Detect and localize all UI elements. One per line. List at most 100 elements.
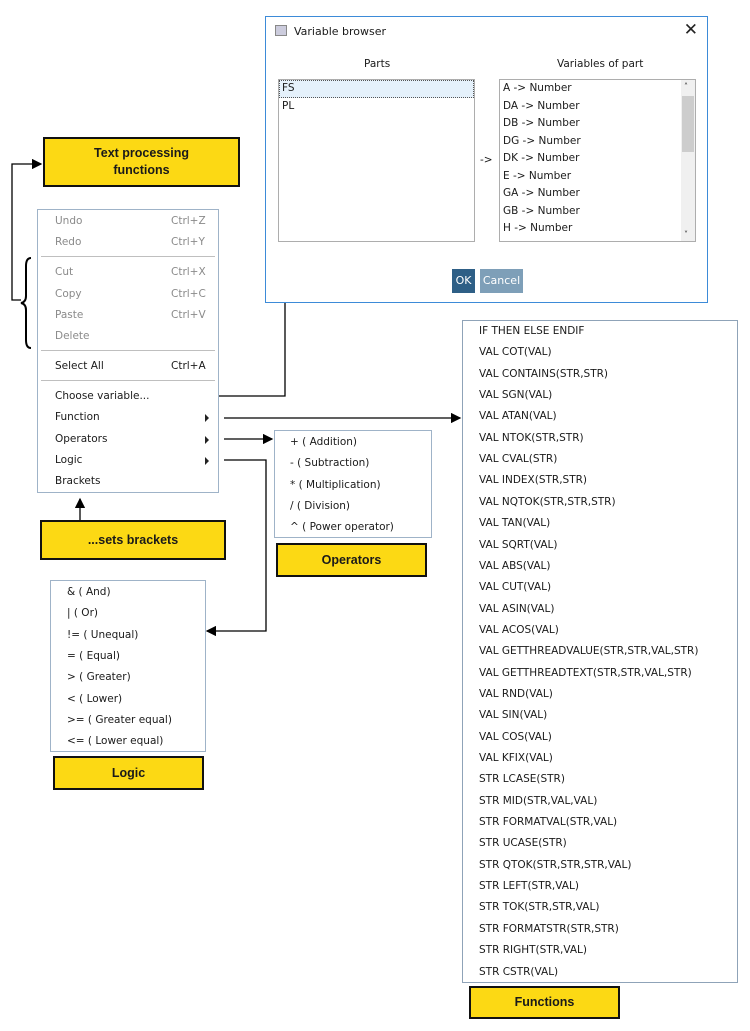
logic-item[interactable]: = ( Equal) bbox=[51, 646, 205, 666]
functions-item[interactable]: STR FORMATVAL(STR,VAL) bbox=[463, 812, 737, 832]
item-label: VAL COT(VAL) bbox=[479, 346, 552, 359]
functions-item[interactable]: STR UCASE(STR) bbox=[463, 833, 737, 853]
operators-item[interactable]: * ( Multiplication) bbox=[275, 475, 431, 495]
variable-item[interactable]: DK -> Number bbox=[503, 152, 580, 164]
functions-item[interactable]: STR LCASE(STR) bbox=[463, 769, 737, 789]
part-item[interactable]: PL bbox=[282, 99, 295, 112]
functions-item[interactable]: VAL ATAN(VAL) bbox=[463, 406, 737, 426]
ok-button[interactable]: OK bbox=[452, 269, 475, 293]
functions-item[interactable]: VAL RND(VAL) bbox=[463, 684, 737, 704]
functions-item[interactable]: VAL ABS(VAL) bbox=[463, 556, 737, 576]
variable-item[interactable]: A -> Number bbox=[503, 82, 572, 94]
variable-item[interactable]: GB -> Number bbox=[503, 204, 580, 217]
menu-item-delete[interactable]: Delete bbox=[38, 326, 218, 346]
menu-item-label: Paste bbox=[55, 309, 84, 321]
functions-item[interactable]: VAL NQTOK(STR,STR,STR) bbox=[463, 492, 737, 512]
variable-item[interactable]: E -> Number bbox=[503, 169, 572, 182]
operators-item[interactable]: ^ ( Power operator) bbox=[275, 517, 431, 537]
item-label: < ( Lower) bbox=[67, 692, 123, 705]
scrollbar[interactable]: ˄ ˅ bbox=[681, 80, 695, 241]
logic-item[interactable]: & ( And) bbox=[51, 582, 205, 602]
variables-list[interactable]: A -> Number DA -> Number DB -> Number DG ->… bbox=[499, 79, 696, 242]
functions-item[interactable]: VAL NTOK(STR,STR) bbox=[463, 428, 737, 448]
functions-item[interactable]: VAL KFIX(VAL) bbox=[463, 748, 737, 768]
functions-item[interactable]: VAL COT(VAL) bbox=[463, 342, 737, 362]
item-label: VAL SQRT(VAL) bbox=[479, 538, 558, 551]
operators-item[interactable]: - ( Subtraction) bbox=[275, 453, 431, 473]
variable-item[interactable]: GA -> Number bbox=[503, 187, 580, 199]
functions-item[interactable]: VAL COS(VAL) bbox=[463, 727, 737, 747]
item-label: & ( And) bbox=[67, 586, 111, 598]
functions-item[interactable]: VAL SGN(VAL) bbox=[463, 385, 737, 405]
cancel-button[interactable]: Cancel bbox=[480, 269, 523, 293]
functions-item[interactable]: IF THEN ELSE ENDIF bbox=[463, 321, 737, 341]
item-label: >= ( Greater equal) bbox=[67, 713, 172, 726]
functions-item[interactable]: VAL CUT(VAL) bbox=[463, 577, 737, 597]
logic-item[interactable]: < ( Lower) bbox=[51, 689, 205, 709]
connector-choose-variable bbox=[219, 303, 286, 397]
variable-item[interactable]: DB -> Number bbox=[503, 117, 580, 129]
part-item[interactable]: FS bbox=[279, 80, 474, 98]
menu-item-select-all[interactable]: Select All Ctrl+A bbox=[38, 356, 218, 376]
menu-item-label: Undo bbox=[55, 215, 83, 227]
functions-item[interactable]: STR MID(STR,VAL,VAL) bbox=[463, 791, 737, 811]
scroll-up-icon[interactable]: ˄ bbox=[684, 82, 688, 91]
menu-item-label: Select All bbox=[55, 360, 104, 372]
item-label: STR RIGHT(STR,VAL) bbox=[479, 944, 587, 957]
menu-item-operators[interactable]: Operators bbox=[38, 429, 218, 449]
functions-item[interactable]: VAL ACOS(VAL) bbox=[463, 620, 737, 640]
functions-item[interactable]: STR LEFT(STR,VAL) bbox=[463, 876, 737, 896]
logic-item[interactable]: | ( Or) bbox=[51, 603, 205, 623]
menu-item-shortcut: Ctrl+Z bbox=[171, 215, 206, 227]
operators-item[interactable]: + ( Addition) bbox=[275, 432, 431, 452]
menu-separator bbox=[41, 380, 215, 381]
logic-item[interactable]: <= ( Lower equal) bbox=[51, 731, 205, 751]
menu-item-undo[interactable]: Undo Ctrl+Z bbox=[38, 211, 218, 231]
functions-item[interactable]: VAL GETTHREADVALUE(STR,STR,VAL,STR) bbox=[463, 641, 737, 661]
variable-item[interactable]: H -> Number bbox=[503, 222, 573, 234]
functions-item[interactable]: VAL ASIN(VAL) bbox=[463, 599, 737, 619]
item-label: | ( Or) bbox=[67, 607, 98, 620]
callout-text-processing: Text processing functions bbox=[43, 137, 240, 187]
menu-item-function[interactable]: Function bbox=[38, 407, 218, 427]
menu-item-label: Logic bbox=[55, 454, 83, 466]
functions-item[interactable]: VAL TAN(VAL) bbox=[463, 513, 737, 533]
item-label: VAL ATAN(VAL) bbox=[479, 410, 557, 423]
close-icon[interactable]: ✕ bbox=[683, 20, 698, 40]
functions-item[interactable]: VAL CONTAINS(STR,STR) bbox=[463, 364, 737, 384]
item-label: STR CSTR(VAL) bbox=[479, 965, 559, 978]
menu-item-shortcut: Ctrl+A bbox=[171, 360, 206, 372]
functions-item[interactable]: VAL GETTHREADTEXT(STR,STR,VAL,STR) bbox=[463, 663, 737, 683]
brace-icon bbox=[20, 257, 32, 349]
variable-item[interactable]: DA -> Number bbox=[503, 99, 580, 112]
item-label: VAL SIN(VAL) bbox=[479, 709, 548, 722]
functions-item[interactable]: STR RIGHT(STR,VAL) bbox=[463, 940, 737, 960]
variable-item[interactable]: DG -> Number bbox=[503, 134, 581, 147]
functions-item[interactable]: STR TOK(STR,STR,VAL) bbox=[463, 897, 737, 917]
functions-item[interactable]: VAL CVAL(STR) bbox=[463, 449, 737, 469]
functions-item[interactable]: STR QTOK(STR,STR,STR,VAL) bbox=[463, 855, 737, 875]
logic-item[interactable]: > ( Greater) bbox=[51, 667, 205, 687]
item-label: STR UCASE(STR) bbox=[479, 837, 567, 850]
logic-item[interactable]: >= ( Greater equal) bbox=[51, 710, 205, 730]
scroll-down-icon[interactable]: ˅ bbox=[684, 230, 688, 239]
functions-item[interactable]: VAL SQRT(VAL) bbox=[463, 535, 737, 555]
menu-item-logic[interactable]: Logic bbox=[38, 450, 218, 470]
functions-item[interactable]: VAL SIN(VAL) bbox=[463, 705, 737, 725]
item-label: + ( Addition) bbox=[290, 436, 358, 448]
operators-item[interactable]: / ( Division) bbox=[275, 496, 431, 516]
functions-item[interactable]: STR CSTR(VAL) bbox=[463, 962, 737, 982]
menu-item-brackets[interactable]: Brackets bbox=[38, 471, 218, 491]
scroll-thumb[interactable] bbox=[682, 96, 694, 152]
menu-item-choose-variable[interactable]: Choose variable... bbox=[38, 386, 218, 406]
functions-item[interactable]: VAL INDEX(STR,STR) bbox=[463, 470, 737, 490]
item-label: STR QTOK(STR,STR,STR,VAL) bbox=[479, 858, 632, 871]
logic-item[interactable]: != ( Unequal) bbox=[51, 625, 205, 645]
functions-item[interactable]: STR FORMATSTR(STR,STR) bbox=[463, 919, 737, 939]
item-label: <= ( Lower equal) bbox=[67, 735, 164, 748]
